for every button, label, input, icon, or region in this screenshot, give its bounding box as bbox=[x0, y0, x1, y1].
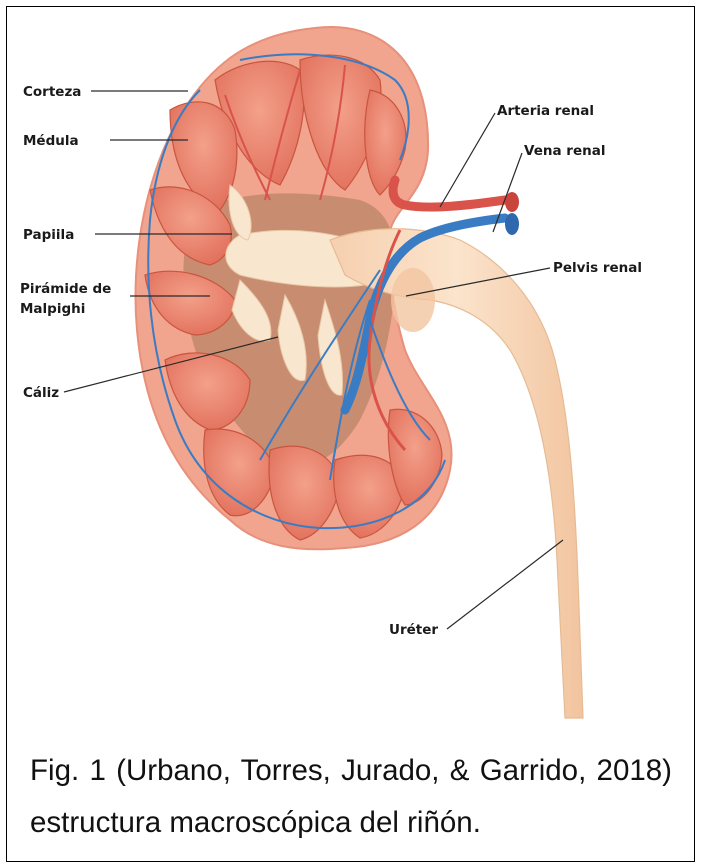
label-vena-renal: Vena renal bbox=[524, 143, 605, 159]
label-caliz: Cáliz bbox=[23, 385, 59, 401]
figure-caption: Fig. 1 (Urbano, Torres, Jurado, & Garrid… bbox=[30, 745, 672, 849]
label-ureter: Uréter bbox=[389, 622, 438, 638]
label-pelvis-renal: Pelvis renal bbox=[553, 260, 642, 276]
label-medula: Médula bbox=[23, 133, 79, 149]
label-piramide-1: Pirámide de bbox=[20, 281, 111, 297]
caption-box: Fig. 1 (Urbano, Torres, Jurado, & Garrid… bbox=[6, 734, 695, 862]
label-piramide-2: Malpighi bbox=[20, 301, 85, 317]
label-arteria-renal: Arteria renal bbox=[497, 103, 594, 119]
kidney-diagram: Corteza Médula Papiila Pirámide de Malpi… bbox=[0, 0, 701, 736]
label-papila: Papiila bbox=[23, 227, 74, 243]
label-corteza: Corteza bbox=[23, 84, 81, 100]
